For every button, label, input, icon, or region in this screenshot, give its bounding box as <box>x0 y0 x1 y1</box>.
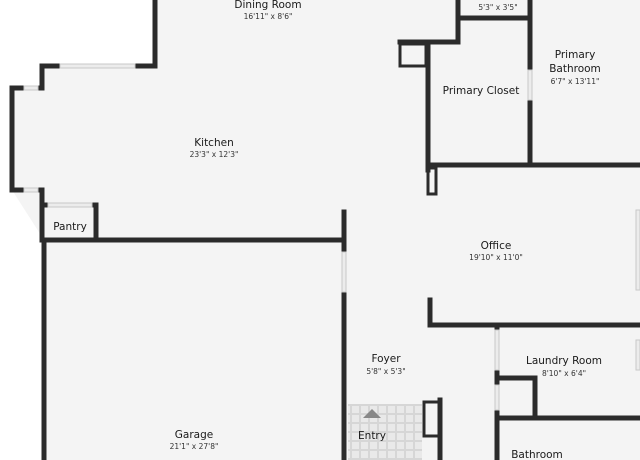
kitchen-name: Kitchen <box>194 137 233 149</box>
entry-name: Entry <box>358 430 386 442</box>
office-name: Office <box>481 240 512 252</box>
primary-bathroom-name-line2: Bathroom <box>549 63 601 75</box>
kitchen-dims: 23'3" x 12'3" <box>190 150 239 159</box>
garage-name: Garage <box>175 429 213 441</box>
foyer-name: Foyer <box>371 353 401 365</box>
dining-room-dims: 16'11" x 8'6" <box>244 12 293 21</box>
foyer-dims: 5'8" x 5'3" <box>366 367 405 376</box>
dining-room-name: Dining Room <box>234 0 301 11</box>
hall-closet-dims: 5'3" x 3'5" <box>478 3 517 12</box>
laundry-room-name: Laundry Room <box>526 355 602 367</box>
floor-area <box>12 0 640 460</box>
pantry-name: Pantry <box>53 221 87 233</box>
room-labels: Dining Room 16'11" x 8'6" 5'3" x 3'5" Pr… <box>53 0 602 460</box>
openings <box>23 63 640 411</box>
primary-bathroom-name-line1: Primary <box>555 49 596 61</box>
primary-closet-name: Primary Closet <box>443 85 520 97</box>
bathroom-name: Bathroom <box>511 449 563 460</box>
garage-dims: 21'1" x 27'8" <box>170 442 219 451</box>
primary-bathroom-dims: 6'7" x 13'11" <box>551 77 600 86</box>
entry-tile-floor <box>348 404 422 460</box>
office-dims: 19'10" x 11'0" <box>469 253 523 262</box>
entry-arrow-icon <box>363 409 381 418</box>
laundry-room-dims: 8'10" x 6'4" <box>542 369 586 378</box>
